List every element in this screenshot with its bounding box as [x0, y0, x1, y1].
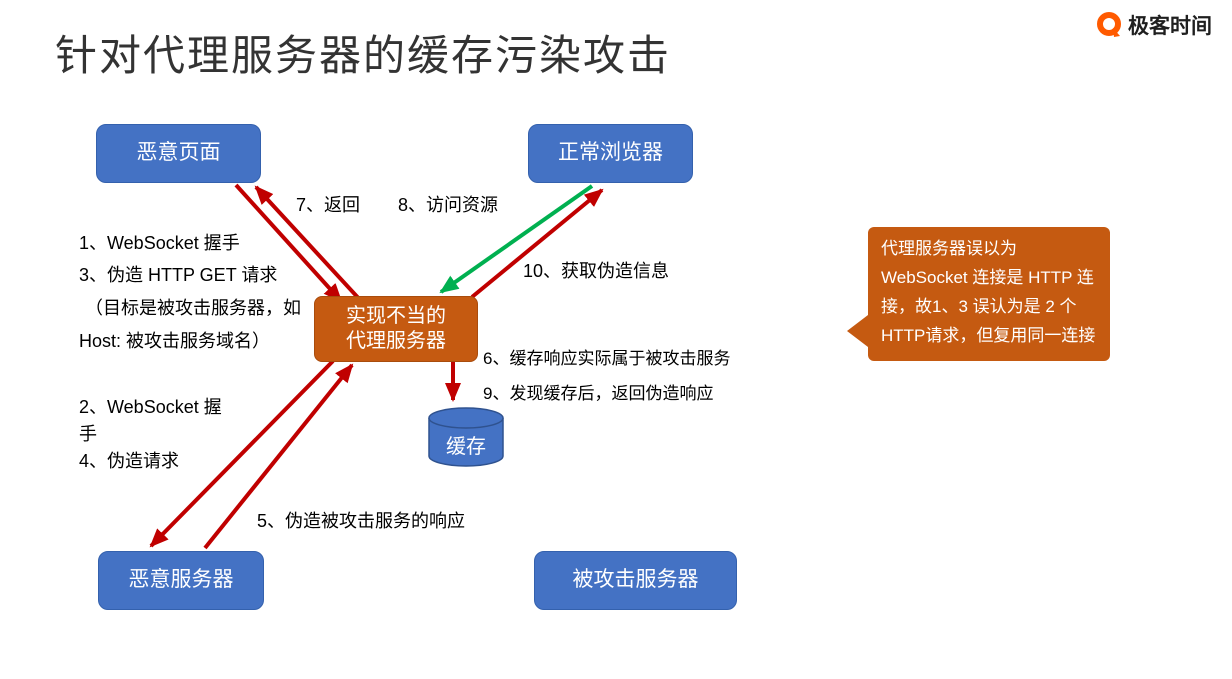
- brand-name: 极客时间: [1128, 15, 1212, 38]
- node-attacked-server-label: 被攻击服务器: [572, 568, 699, 592]
- edge-label-step3-note2: Host: 被攻击服务域名）: [79, 331, 271, 351]
- node-attacked-server: 被攻击服务器: [534, 551, 737, 610]
- node-cache: 缓存: [427, 406, 505, 468]
- edge-label-step9: 9、发现缓存后，返回伪造响应: [483, 384, 714, 403]
- node-malicious-page: 恶意页面: [96, 124, 261, 183]
- edge-label-step6: 6、缓存响应实际属于被攻击服务: [483, 349, 731, 368]
- edge-label-step5: 5、伪造被攻击服务的响应: [257, 511, 466, 531]
- callout-tail: [847, 315, 868, 347]
- callout-note: 代理服务器误以为 WebSocket 连接是 HTTP 连接，故1、3 误认为是…: [847, 227, 1110, 361]
- node-cache-label: 缓存: [446, 436, 486, 458]
- node-malicious-server-label: 恶意服务器: [128, 568, 234, 592]
- page-title: 针对代理服务器的缓存污染攻击: [55, 32, 672, 79]
- edge-label-step1: 1、WebSocket 握手: [79, 233, 240, 253]
- node-proxy-server: 实现不当的 代理服务器: [314, 296, 478, 362]
- edge-label-step7: 7、返回: [296, 195, 361, 215]
- edge-label-step4: 4、伪造请求: [79, 451, 180, 471]
- edge-label-step2-line1: 2、WebSocket 握: [79, 397, 222, 417]
- node-normal-browser: 正常浏览器: [528, 124, 693, 183]
- geektime-logo-icon: [1097, 11, 1121, 37]
- node-malicious-server: 恶意服务器: [98, 551, 264, 610]
- edge-label-step10: 10、获取伪造信息: [523, 261, 670, 281]
- edge-label-step8: 8、访问资源: [398, 195, 499, 215]
- node-proxy-server-label: 实现不当的 代理服务器: [346, 304, 446, 354]
- edge-label-step2-line2: 手: [79, 424, 97, 444]
- callout-text: 代理服务器误以为 WebSocket 连接是 HTTP 连接，故1、3 误认为是…: [881, 239, 1096, 345]
- node-proxy-line1: 实现不当的: [346, 305, 446, 327]
- brand: 极客时间: [1096, 10, 1212, 40]
- node-malicious-page-label: 恶意页面: [136, 141, 221, 165]
- edge-label-step3: 3、伪造 HTTP GET 请求: [79, 265, 278, 285]
- node-proxy-line2: 代理服务器: [346, 330, 446, 352]
- cache-cylinder-shape: [428, 407, 504, 467]
- edge-label-step2-step4: 2、WebSocket 握 手 4、伪造请求: [79, 394, 222, 475]
- node-normal-browser-label: 正常浏览器: [558, 141, 663, 165]
- edge-label-step3-note1: （目标是被攻击服务器，如: [85, 298, 301, 318]
